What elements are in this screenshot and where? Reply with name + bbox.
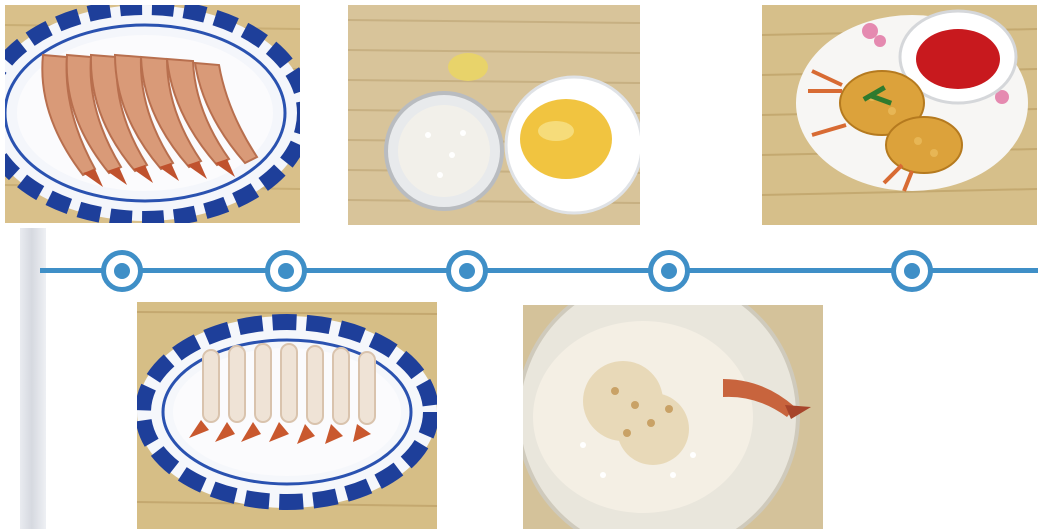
timeline-line bbox=[40, 268, 1038, 273]
fried-shrimp-photo bbox=[762, 5, 1037, 225]
timeline-node-5[interactable] bbox=[891, 250, 933, 292]
breadcrumb-shrimp-photo bbox=[523, 305, 823, 529]
raw-shrimp-photo bbox=[5, 5, 300, 223]
timeline-node-1[interactable] bbox=[101, 250, 143, 292]
timeline-node-3[interactable] bbox=[446, 250, 488, 292]
breading-ingredients-photo bbox=[348, 5, 640, 225]
timeline-node-2[interactable] bbox=[265, 250, 307, 292]
vertical-accent-bar bbox=[20, 228, 46, 529]
butterflied-shrimp-photo bbox=[137, 302, 437, 529]
timeline-node-4[interactable] bbox=[648, 250, 690, 292]
